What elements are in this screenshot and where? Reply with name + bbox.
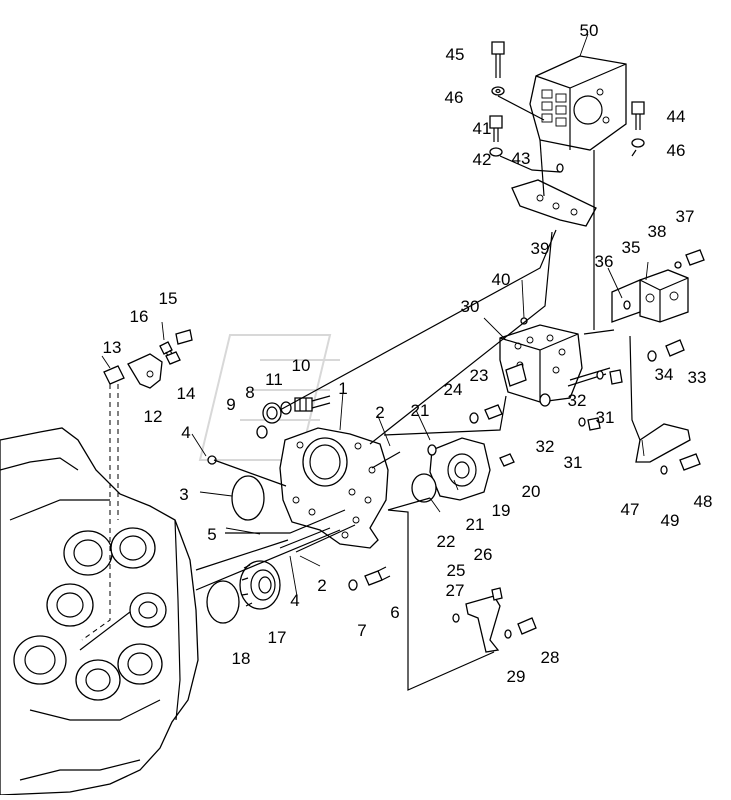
callout-number: 31 bbox=[596, 408, 615, 427]
callout-number: 4 bbox=[290, 591, 299, 610]
callout-number: 31 bbox=[564, 453, 583, 472]
oil-seal bbox=[231, 475, 265, 521]
callout-number: 19 bbox=[492, 501, 511, 520]
callout-number: 23 bbox=[470, 366, 489, 385]
control-valve-body bbox=[529, 55, 627, 151]
callout-number: 36 bbox=[595, 252, 614, 271]
callout-leaders bbox=[101, 33, 649, 597]
callout-number: 3 bbox=[179, 485, 188, 504]
callout-number: 38 bbox=[648, 222, 667, 241]
front-cover bbox=[279, 427, 389, 549]
callout-number: 9 bbox=[226, 395, 235, 414]
callout-number: 7 bbox=[357, 621, 366, 640]
bolt-23 bbox=[469, 404, 503, 424]
callout-number: 27 bbox=[446, 581, 465, 600]
filter-block bbox=[611, 249, 705, 323]
callout-number: 2 bbox=[317, 576, 326, 595]
gear-hub bbox=[239, 560, 281, 610]
callout-number: 6 bbox=[390, 603, 399, 622]
callout-number: 8 bbox=[245, 383, 254, 402]
callout-number: 42 bbox=[473, 150, 492, 169]
callout-number: 47 bbox=[621, 500, 640, 519]
callout-number: 16 bbox=[130, 307, 149, 326]
callout-number: 24 bbox=[444, 380, 463, 399]
callout-number: 20 bbox=[522, 482, 541, 501]
bolt-pair bbox=[348, 566, 391, 591]
callout-number: 22 bbox=[437, 532, 456, 551]
callout-number: 26 bbox=[474, 545, 493, 564]
pump-housing bbox=[411, 437, 515, 503]
bolt-33 bbox=[647, 339, 685, 362]
callout-number: 43 bbox=[512, 149, 531, 168]
callout-number: 32 bbox=[568, 391, 587, 410]
callout-number: 13 bbox=[103, 338, 122, 357]
callout-number: 46 bbox=[445, 88, 464, 107]
callout-number: 21 bbox=[466, 515, 485, 534]
mounting-plate bbox=[511, 163, 597, 227]
callout-number: 50 bbox=[580, 21, 599, 40]
bracket-small bbox=[103, 329, 193, 389]
callout-labels: 1223445678910111213141516171819202121222… bbox=[103, 21, 713, 686]
valve-block bbox=[499, 317, 611, 407]
callout-number: 34 bbox=[655, 365, 674, 384]
callout-number: 39 bbox=[531, 239, 550, 258]
callout-number: 18 bbox=[232, 649, 251, 668]
top-bolts bbox=[489, 41, 645, 157]
lever-assembly bbox=[452, 587, 537, 653]
callout-number: 45 bbox=[446, 45, 465, 64]
callout-number: 48 bbox=[694, 492, 713, 511]
bracket-47 bbox=[635, 423, 701, 475]
transmission-housing bbox=[0, 427, 199, 796]
callout-number: 2 bbox=[375, 403, 384, 422]
callout-number: 41 bbox=[473, 119, 492, 138]
callout-number: 1 bbox=[338, 379, 347, 398]
callout-number: 21 bbox=[411, 401, 430, 420]
callout-number: 32 bbox=[536, 437, 555, 456]
shaft-lines bbox=[213, 451, 401, 553]
callout-number: 17 bbox=[268, 628, 287, 647]
assembly-lines bbox=[79, 95, 641, 691]
callout-number: 35 bbox=[622, 238, 641, 257]
callout-number: 11 bbox=[265, 370, 283, 389]
callout-number: 49 bbox=[661, 511, 680, 530]
callout-number: 33 bbox=[688, 368, 707, 387]
callout-number: 29 bbox=[507, 667, 526, 686]
callout-number: 25 bbox=[447, 561, 466, 580]
callout-number: 12 bbox=[144, 407, 163, 426]
callout-number: 46 bbox=[667, 141, 686, 160]
ring-parts bbox=[207, 395, 331, 465]
callout-number: 14 bbox=[177, 384, 196, 403]
callout-number: 37 bbox=[676, 207, 695, 226]
callout-number: 4 bbox=[181, 423, 190, 442]
gasket-plate bbox=[206, 580, 240, 624]
callout-number: 40 bbox=[492, 270, 511, 289]
plug-parts bbox=[578, 369, 623, 431]
callout-number: 10 bbox=[292, 356, 311, 375]
callout-number: 44 bbox=[667, 107, 686, 126]
callout-number: 28 bbox=[541, 648, 560, 667]
callout-number: 5 bbox=[207, 525, 216, 544]
callout-number: 15 bbox=[159, 289, 178, 308]
callout-number: 30 bbox=[461, 297, 480, 316]
